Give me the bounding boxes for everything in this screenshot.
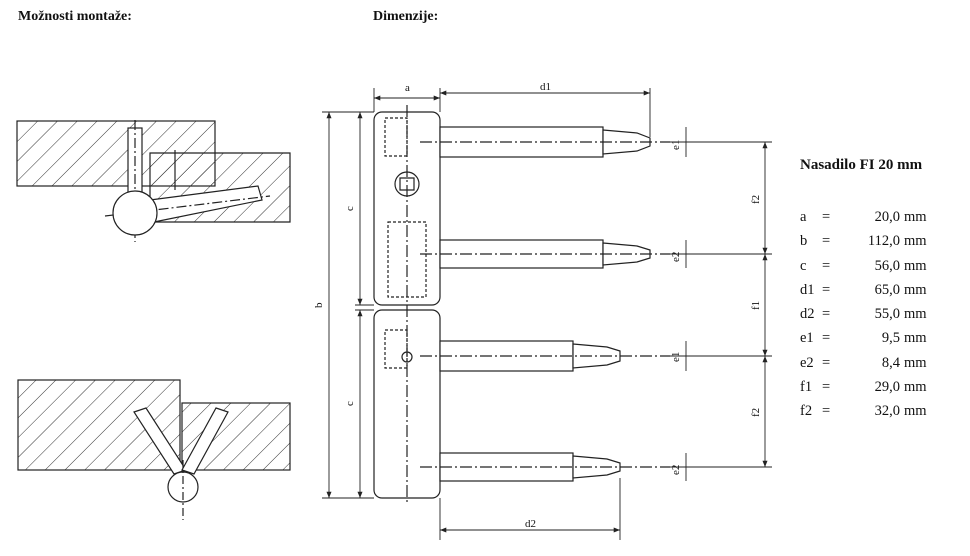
spec-value: 9,5 bbox=[881, 330, 900, 347]
dimensions-heading: Dimenzije: bbox=[373, 9, 439, 24]
dim-label-f2-bottom: f2 bbox=[750, 408, 762, 417]
spec-label: d2 bbox=[800, 306, 815, 323]
spec-unit: mm bbox=[904, 209, 927, 225]
dim-label-c-bottom: c bbox=[344, 401, 356, 406]
spec-label: e1 bbox=[800, 330, 814, 347]
spec-unit: mm bbox=[904, 403, 927, 420]
dim-label-e2-top: e2 bbox=[670, 252, 682, 262]
spec-unit: mm bbox=[904, 379, 927, 396]
spec-unit: mm bbox=[904, 354, 927, 371]
dim-label-b: b bbox=[313, 302, 325, 308]
spec-eq: = bbox=[822, 354, 831, 371]
dim-label-a: a bbox=[405, 82, 410, 94]
mounting-heading: Možnosti montaže: bbox=[18, 9, 132, 24]
dim-label-d2: d2 bbox=[525, 518, 536, 530]
spec-label: b bbox=[800, 233, 808, 250]
mounting-option-1 bbox=[16, 120, 291, 242]
spec-value: 32,0 bbox=[874, 403, 900, 420]
spec-eq: = bbox=[822, 330, 831, 347]
dim-label-d1: d1 bbox=[540, 81, 551, 93]
spec-label: f1 bbox=[800, 379, 813, 396]
dim-label-e1-bottom: e1 bbox=[670, 352, 682, 362]
hinge-drawing bbox=[373, 105, 441, 505]
spec-label: e2 bbox=[800, 354, 814, 371]
dim-label-c-top: c bbox=[344, 206, 356, 211]
spec-title: Nasadilo FI 20 mm bbox=[800, 157, 923, 173]
spec-eq: = bbox=[822, 281, 831, 298]
spec-unit: mm bbox=[904, 330, 927, 347]
spec-label: f2 bbox=[800, 403, 813, 420]
spec-value: 29,0 bbox=[874, 379, 900, 396]
spec-eq: = bbox=[822, 257, 831, 274]
spec-label: d1 bbox=[800, 281, 815, 298]
spec-value: 56,0 bbox=[874, 257, 900, 274]
mounting-option-2 bbox=[17, 379, 291, 520]
pin-bottom-1 bbox=[420, 340, 670, 372]
spec-unit: mm bbox=[904, 281, 927, 298]
spec-value: 112,0 bbox=[867, 233, 900, 250]
spec-eq: = bbox=[822, 403, 831, 420]
dim-label-f1: f1 bbox=[750, 301, 762, 310]
dim-label-e1-top: e1 bbox=[670, 140, 682, 150]
spec-value: 20,0 bbox=[874, 209, 900, 225]
pin-top-2 bbox=[420, 239, 670, 269]
spec-unit: mm bbox=[904, 306, 927, 323]
spec-label: c bbox=[800, 257, 807, 274]
dim-label-e2-bottom: e2 bbox=[670, 465, 682, 475]
spec-label: a bbox=[800, 209, 807, 225]
spec-eq: = bbox=[822, 233, 831, 250]
spec-eq: = bbox=[822, 209, 831, 225]
dim-label-f2-top: f2 bbox=[750, 195, 762, 204]
dimension-lines bbox=[322, 88, 772, 540]
spec-value: 55,0 bbox=[874, 306, 900, 323]
pin-top-1 bbox=[420, 126, 670, 158]
spec-value: 65,0 bbox=[874, 281, 900, 298]
pin-bottom-2 bbox=[420, 452, 670, 482]
spec-eq: = bbox=[822, 379, 831, 396]
spec-value: 8,4 bbox=[881, 354, 900, 371]
spec-unit: mm bbox=[904, 233, 927, 250]
spec-unit: mm bbox=[904, 257, 927, 274]
spec-eq: = bbox=[822, 306, 831, 323]
